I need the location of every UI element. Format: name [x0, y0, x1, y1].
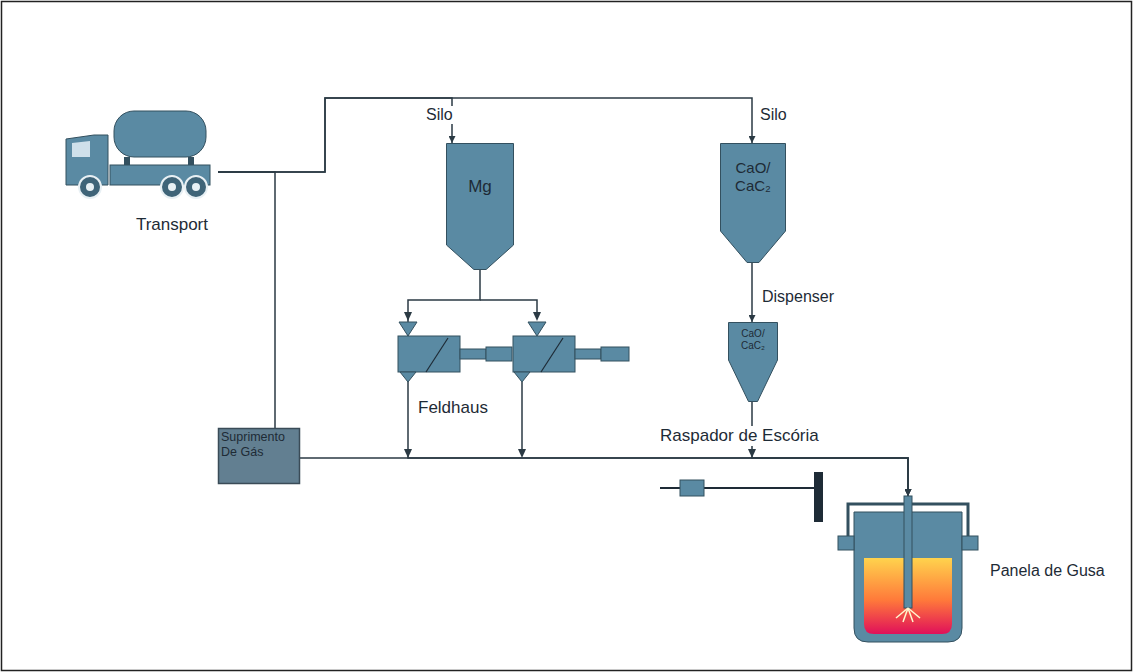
arrow-head: [533, 312, 541, 321]
node-text: Transport: [136, 215, 208, 235]
arrow-head: [748, 449, 756, 458]
flow-line: [218, 98, 452, 172]
silo: Mg: [446, 143, 514, 270]
feldhaus-feeder: [513, 322, 629, 382]
dispenser-silo: CaO/CaC₂: [728, 322, 778, 402]
flow-line: [408, 270, 908, 496]
flow-line: [751, 263, 753, 322]
feed-line: [521, 382, 523, 450]
arrow-head: [404, 312, 412, 321]
arrow-head: [404, 449, 412, 458]
truck-node: Transport: [60, 105, 218, 237]
feed-branch: [480, 300, 537, 318]
arrow-head: [518, 449, 526, 458]
gas-supply-box: Suprimento De Gás: [218, 428, 300, 484]
node-text: CaO/CaC₂: [733, 159, 773, 195]
part-label: Feldhaus: [416, 398, 490, 418]
ladle: Panela de Gusa: [838, 496, 1108, 646]
node-text: Mg: [446, 177, 514, 197]
silo-outline: [446, 143, 514, 270]
part-label: Raspador de Escória: [658, 426, 821, 446]
flow-line: [752, 402, 908, 496]
feldhaus-feeder: [398, 322, 512, 382]
silo: CaO/CaC₂: [720, 143, 786, 263]
flow-label: Silo: [758, 106, 789, 124]
flow-label: Silo: [424, 106, 455, 124]
flow-line: [218, 172, 275, 428]
node-text: Panela de Gusa: [990, 561, 1105, 580]
flow-label: Dispenser: [760, 288, 836, 306]
node-text: Suprimento De Gás: [221, 430, 297, 460]
node-text: CaO/CaC₂: [740, 328, 767, 352]
slag-scraper: [660, 472, 823, 522]
